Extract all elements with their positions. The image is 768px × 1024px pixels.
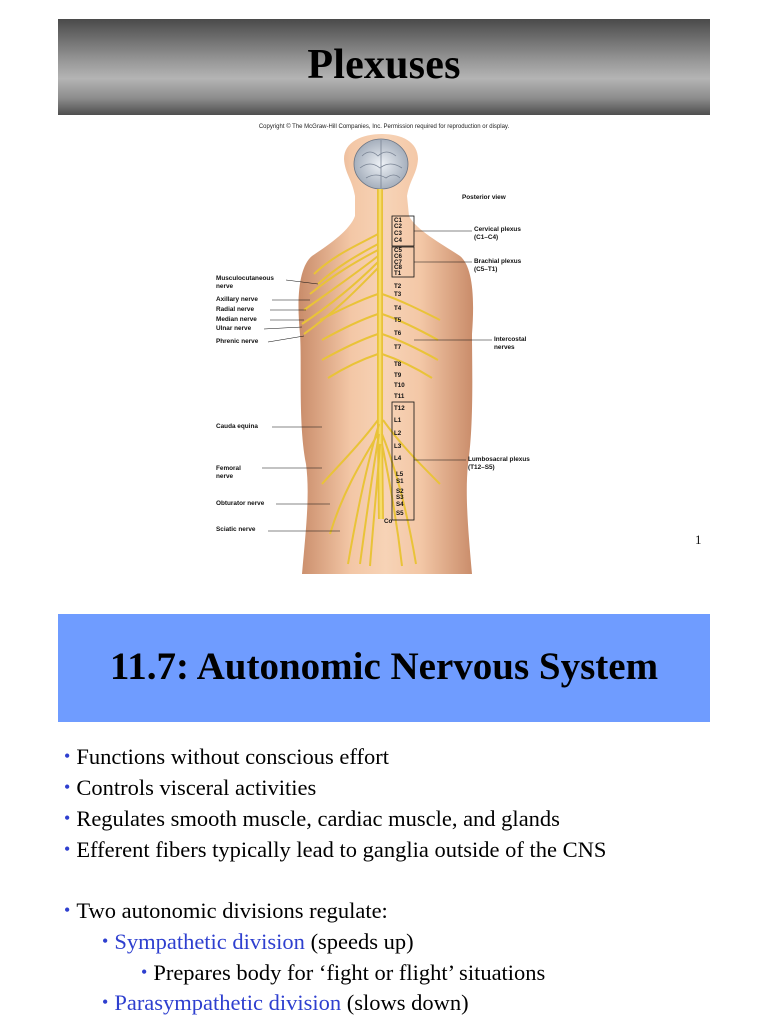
vertebra-label-c2: C2 bbox=[394, 223, 402, 230]
label-cervical-plexus: Cervical plexus (C1–C4) bbox=[474, 226, 521, 241]
bullet-item: •Two autonomic divisions regulate: bbox=[64, 897, 388, 926]
vertebra-label-l4: L4 bbox=[394, 455, 402, 462]
bullet-dot: • bbox=[64, 808, 71, 828]
sub-sub-bullet-item: •Prepares body for ‘fight or flight’ sit… bbox=[141, 959, 545, 988]
page-number: 1 bbox=[695, 532, 702, 547]
label-obturator-nerve: Obturator nerve bbox=[216, 500, 265, 507]
bullet-dot: • bbox=[102, 992, 109, 1012]
bullet-text: Regulates smooth muscle, cardiac muscle,… bbox=[76, 806, 560, 831]
label-femoral-nerve: Femoral nerve bbox=[216, 465, 241, 480]
vertebra-label-t12: T12 bbox=[394, 405, 405, 412]
vertebra-label-c5: C5 bbox=[394, 247, 402, 254]
label-intercostal-nerves: Intercostal nerves bbox=[494, 336, 527, 351]
label-lumbosacral-plexus: Lumbosacral plexus (T12–S5) bbox=[468, 456, 530, 471]
vertebra-label-c4: C4 bbox=[394, 237, 402, 244]
parasympathetic-term: Parasympathetic division bbox=[114, 990, 342, 1015]
bullet-dot: • bbox=[102, 931, 109, 951]
sympathetic-term: Sympathetic division bbox=[114, 929, 305, 954]
leader-lines bbox=[262, 230, 492, 532]
label-median-nerve: Median nerve bbox=[216, 316, 257, 323]
spinal-nerves-figure: C1 C2 C3 C4 C5 C6 C7 C8 T1 T2 T3 T4 T5 T… bbox=[210, 134, 560, 574]
bullet-text: Efferent fibers typically lead to gangli… bbox=[76, 837, 607, 862]
slide2-title: 11.7: Autonomic Nervous System bbox=[109, 644, 659, 688]
back-torso-shape bbox=[298, 134, 474, 574]
label-axillary-nerve: Axillary nerve bbox=[216, 296, 258, 303]
label-ulnar-nerve: Ulnar nerve bbox=[216, 325, 252, 332]
label-musculocutaneous-nerve: Musculocutaneous nerve bbox=[216, 275, 274, 290]
label-radial-nerve: Radial nerve bbox=[216, 306, 255, 313]
sub-bullet-item: •Sympathetic division (speeds up) bbox=[102, 928, 414, 957]
vertebra-label-t7: T7 bbox=[394, 344, 402, 351]
bullet-dot: • bbox=[64, 746, 71, 766]
bullet-text: Functions without conscious effort bbox=[76, 744, 389, 769]
vertebra-label-t5: T5 bbox=[394, 317, 402, 324]
bullet-item: •Regulates smooth muscle, cardiac muscle… bbox=[64, 805, 560, 834]
view-label: Posterior view bbox=[462, 194, 506, 201]
bullet-dot: • bbox=[64, 839, 71, 859]
vertebra-label-t1: T1 bbox=[394, 270, 402, 277]
vertebra-label-t8: T8 bbox=[394, 361, 402, 368]
copyright-notice: Copyright © The McGraw-Hill Companies, I… bbox=[258, 124, 510, 130]
label-sciatic-nerve: Sciatic nerve bbox=[216, 526, 256, 533]
vertebra-label-s5: S5 bbox=[396, 510, 404, 517]
bullet-item: •Controls visceral activities bbox=[64, 774, 316, 803]
parasympathetic-note: (slows down) bbox=[341, 990, 469, 1015]
vertebra-label-t3: T3 bbox=[394, 291, 402, 298]
bullet-text: Two autonomic divisions regulate: bbox=[76, 898, 388, 923]
vertebra-label-l3: L3 bbox=[394, 443, 402, 450]
bullet-dot: • bbox=[64, 777, 71, 797]
vertebra-label-c1: C1 bbox=[394, 217, 402, 224]
vertebra-label-c6: C6 bbox=[394, 253, 402, 260]
vertebra-label-c7: C7 bbox=[394, 259, 402, 266]
vertebra-label-c8: C8 bbox=[394, 264, 402, 271]
sub-bullet-item: •Parasympathetic division (slows down) bbox=[102, 989, 469, 1018]
bullet-text: Controls visceral activities bbox=[76, 775, 317, 800]
vertebra-label-l1: L1 bbox=[394, 417, 402, 424]
vertebra-label-l5: L5 bbox=[396, 471, 404, 478]
label-brachial-plexus: Brachial plexus (C5–T1) bbox=[474, 258, 522, 273]
slide1-title-bar: Plexuses bbox=[58, 19, 710, 115]
slide2-title-bar: 11.7: Autonomic Nervous System bbox=[58, 614, 710, 722]
label-cauda-equina: Cauda equina bbox=[216, 423, 258, 430]
vertebra-label-s3: S3 bbox=[396, 494, 404, 501]
bullet-item: •Efferent fibers typically lead to gangl… bbox=[64, 836, 606, 865]
vertebra-label-co: Co bbox=[384, 518, 393, 525]
vertebra-label-t4: T4 bbox=[394, 305, 402, 312]
bullet-dot: • bbox=[141, 962, 148, 982]
spinal-nerves-illustration bbox=[262, 134, 492, 574]
vertebra-label-l2: L2 bbox=[394, 430, 402, 437]
slide1-title: Plexuses bbox=[307, 42, 461, 88]
vertebra-label-s2: S2 bbox=[396, 488, 404, 495]
vertebra-label-t9: T9 bbox=[394, 372, 402, 379]
vertebra-label-s4: S4 bbox=[396, 501, 404, 508]
vertebra-label-c3: C3 bbox=[394, 230, 402, 237]
vertebra-label-s1: S1 bbox=[396, 478, 404, 485]
vertebra-label-t10: T10 bbox=[394, 382, 405, 389]
vertebra-label-t6: T6 bbox=[394, 330, 402, 337]
label-phrenic-nerve: Phrenic nerve bbox=[216, 338, 259, 345]
sympathetic-sub: Prepares body for ‘fight or flight’ situ… bbox=[153, 960, 546, 985]
bullet-item: •Functions without conscious effort bbox=[64, 743, 389, 772]
bullet-dot: • bbox=[64, 900, 71, 920]
sympathetic-note: (speeds up) bbox=[304, 929, 414, 954]
vertebra-label-t11: T11 bbox=[394, 393, 405, 400]
vertebra-label-t2: T2 bbox=[394, 283, 402, 290]
